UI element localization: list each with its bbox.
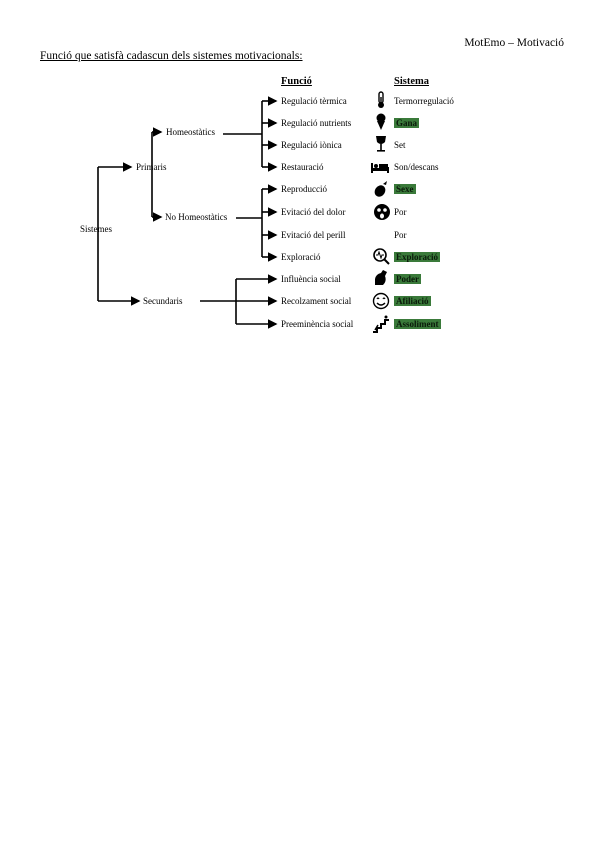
bed-icon [371,163,389,173]
system-label: Gana [394,118,420,128]
function-label: Recolzament social [281,296,352,306]
system-label: Set [394,140,406,150]
node-secundaris: Secundaris [143,296,183,306]
function-label: Restauració [281,162,324,172]
system-label: Assoliment [394,319,441,329]
function-label: Regulació nutrients [281,118,352,128]
node-sistemes: Sistemes [80,224,113,234]
column-header-sistema: Sistema [394,76,429,87]
stairs-icon [373,315,389,333]
eggplant-icon [374,181,387,197]
flexed-arm-icon [375,270,387,285]
scared-face-icon [374,204,390,220]
function-label: Exploració [281,252,321,262]
page-title: Funció que satisfà cadascun dels sisteme… [40,50,303,62]
system-label: Afiliació [394,296,431,306]
system-label: Sexe [394,184,416,194]
magnifier-icon [373,248,390,265]
function-label: Preeminència social [281,319,354,329]
function-label: Evitació del dolor [281,207,346,217]
page-header: MotEmo – Motivació [464,37,564,49]
system-label: Exploració [394,252,440,262]
function-label: Influència social [281,274,341,284]
smiling-face-icon [372,292,390,310]
system-label: Por [394,230,407,240]
wine-glass-icon [376,136,386,152]
system-label: Son/descans [394,162,439,172]
thermometer-icon [378,91,384,108]
ice-cream-icon [376,113,386,130]
column-header-funcio: Funció [281,76,312,87]
node-no-homeostatics: No Homeostàtics [165,212,228,222]
function-label: Regulació tèrmica [281,96,347,106]
system-label: Por [394,207,407,217]
node-primaris: Primaris [136,162,167,172]
node-homeostatics: Homeostàtics [166,127,215,137]
function-label: Regulació iònica [281,140,342,150]
function-label: Reproducció [281,184,327,194]
function-label: Evitació del perill [281,230,346,240]
system-label: Poder [394,274,421,284]
system-label: Termorregulació [394,96,454,106]
